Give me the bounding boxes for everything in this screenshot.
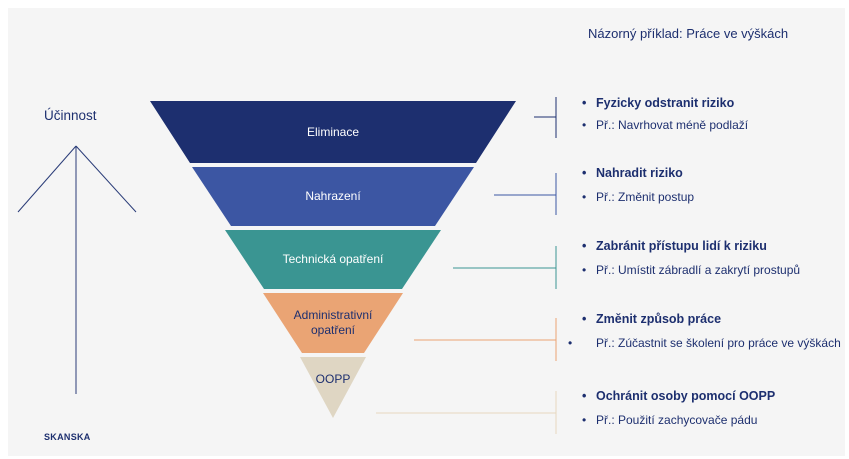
band-oopp	[300, 357, 366, 418]
item-5-head-text: Ochránit osoby pomocí OOPP	[596, 389, 776, 403]
connector-5	[376, 391, 557, 434]
item-2: • Nahradit riziko • Př.: Změnit postup	[582, 166, 694, 205]
item-3-head-text: Zabránit přístupu lidí k riziku	[596, 239, 767, 253]
connector-4	[414, 318, 557, 361]
item-4: • Změnit způsob práce • Př.: Zúčastnit se …	[568, 312, 846, 351]
item-5-example: • Př.: Použití zachycovače pádu	[582, 413, 775, 428]
band-nahrazeni	[192, 167, 474, 226]
connector-3	[453, 246, 557, 289]
item-2-head-text: Nahradit riziko	[596, 166, 683, 180]
item-2-head: • Nahradit riziko	[582, 166, 694, 180]
band-administrativni	[263, 293, 403, 353]
connector-2	[494, 173, 557, 215]
band-label-oopp: OOPP	[315, 372, 351, 386]
item-3: • Zabránit přístupu lidí k riziku • Př.: U…	[582, 239, 800, 278]
item-2-example-text: Př.: Změnit postup	[596, 190, 695, 204]
item-2-example: • Př.: Změnit postup	[582, 190, 694, 205]
bullet-icon: •	[582, 96, 587, 110]
item-5-example-text: Př.: Použití zachycovače pádu	[596, 413, 758, 427]
bullet-icon: •	[582, 312, 587, 326]
bullet-icon: •	[582, 118, 587, 132]
item-4-head: • Změnit způsob práce	[582, 312, 846, 326]
effectiveness-arrow	[17, 145, 137, 394]
band-label-administrativni: Administrativní opatření	[263, 308, 403, 338]
band-label-administrativni-line1: Administrativní	[293, 308, 373, 322]
bullet-icon: •	[582, 166, 587, 180]
item-3-example: • Př.: Umístit zábradlí a zakrytí prostup…	[582, 263, 800, 278]
item-5: • Ochránit osoby pomocí OOPP • Př.: Použit…	[582, 389, 775, 428]
bullet-icon: •	[582, 389, 587, 403]
bullet-icon: •	[582, 239, 587, 253]
item-1-example: • Př.: Navrhovat méně podlaží	[582, 118, 748, 133]
connector-1	[534, 97, 557, 138]
band-label-technicka: Technická opatření	[282, 252, 384, 266]
band-eliminace	[150, 101, 516, 163]
item-3-example-text: Př.: Umístit zábradlí a zakrytí prostupů	[596, 263, 801, 277]
item-1-example-text: Př.: Navrhovat méně podlaží	[596, 118, 749, 132]
band-label-eliminace: Eliminace	[306, 125, 360, 139]
bullet-icon: •	[582, 190, 587, 204]
bullet-icon: •	[582, 263, 587, 277]
item-4-example-text: Př.: Zúčastnit se školení pro práce ve v…	[596, 336, 841, 350]
item-4-example: • Př.: Zúčastnit se školení pro práce ve …	[568, 336, 846, 351]
bullet-icon: •	[582, 413, 587, 427]
item-1: • Fyzicky odstranit riziko • Př.: Navrhova…	[582, 96, 748, 133]
item-5-head: • Ochránit osoby pomocí OOPP	[582, 389, 775, 403]
band-technicka	[225, 230, 441, 289]
item-4-head-text: Změnit způsob práce	[596, 312, 722, 326]
band-label-nahrazeni: Nahrazení	[305, 189, 361, 203]
skanska-logo: SKANSKA	[44, 432, 91, 442]
item-3-head: • Zabránit přístupu lidí k riziku	[582, 239, 800, 253]
effectiveness-axis-label: Účinnost	[44, 108, 97, 123]
item-1-head-text: Fyzicky odstranit riziko	[596, 96, 735, 110]
item-1-head: • Fyzicky odstranit riziko	[582, 96, 748, 110]
band-label-administrativni-line2: opatření	[310, 323, 356, 337]
bullet-icon: •	[568, 336, 573, 350]
page-title: Názorný příklad: Práce ve výškách	[588, 26, 789, 41]
